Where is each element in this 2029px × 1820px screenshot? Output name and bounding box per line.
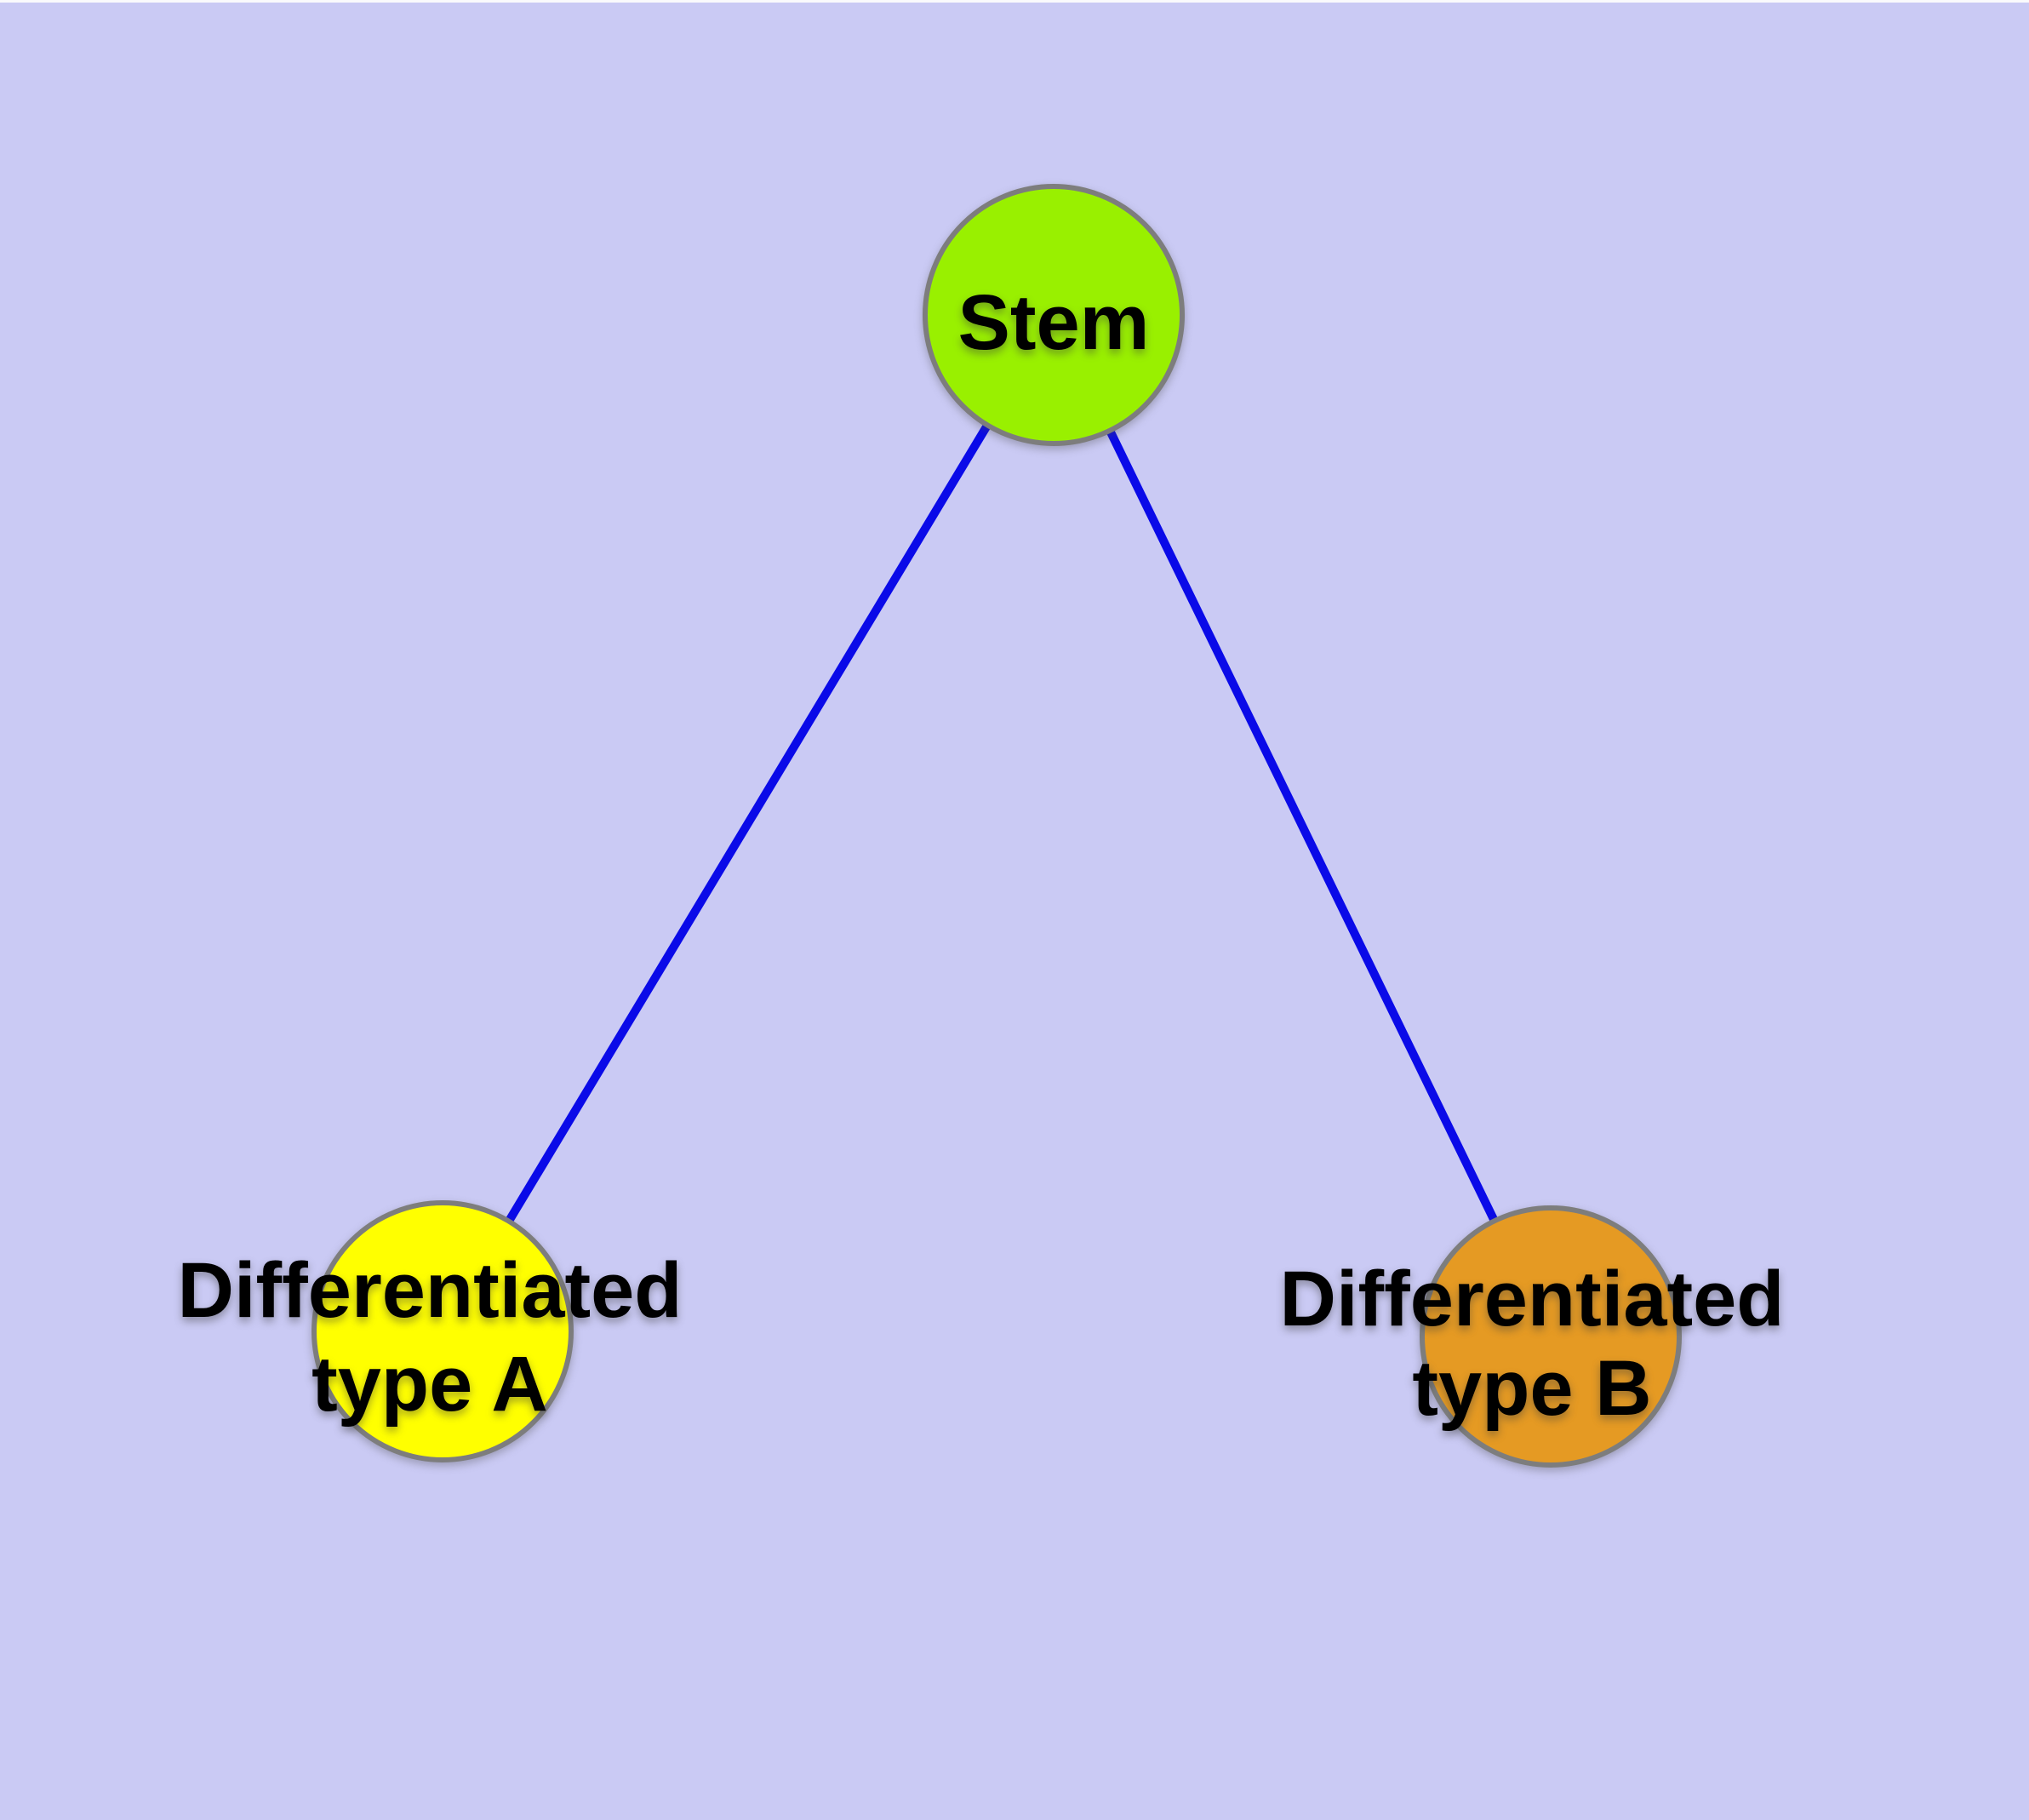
node-type-b-label-line2: type B	[1412, 1345, 1651, 1432]
node-type-a-label-line1: Differentiated	[178, 1247, 683, 1334]
node-type-b: Differentiated type B	[1280, 1205, 1785, 1468]
node-type-b-label-line1: Differentiated	[1280, 1256, 1785, 1342]
node-stem-label: Stem	[958, 279, 1150, 366]
edge-layer	[438, 312, 1555, 1339]
node-type-a: Differentiated type A	[178, 1200, 683, 1462]
node-stem-circle[interactable]	[923, 184, 1185, 446]
node-type-b-circle[interactable]	[1420, 1205, 1682, 1468]
node-stem: Stem	[923, 184, 1185, 446]
edge-stem-to-type-a[interactable]	[438, 312, 1058, 1334]
node-type-a-circle[interactable]	[311, 1200, 574, 1462]
node-type-a-label-line2: type A	[311, 1341, 548, 1428]
window-top-edge	[0, 0, 2029, 3]
edge-stem-to-type-b[interactable]	[1049, 312, 1555, 1339]
